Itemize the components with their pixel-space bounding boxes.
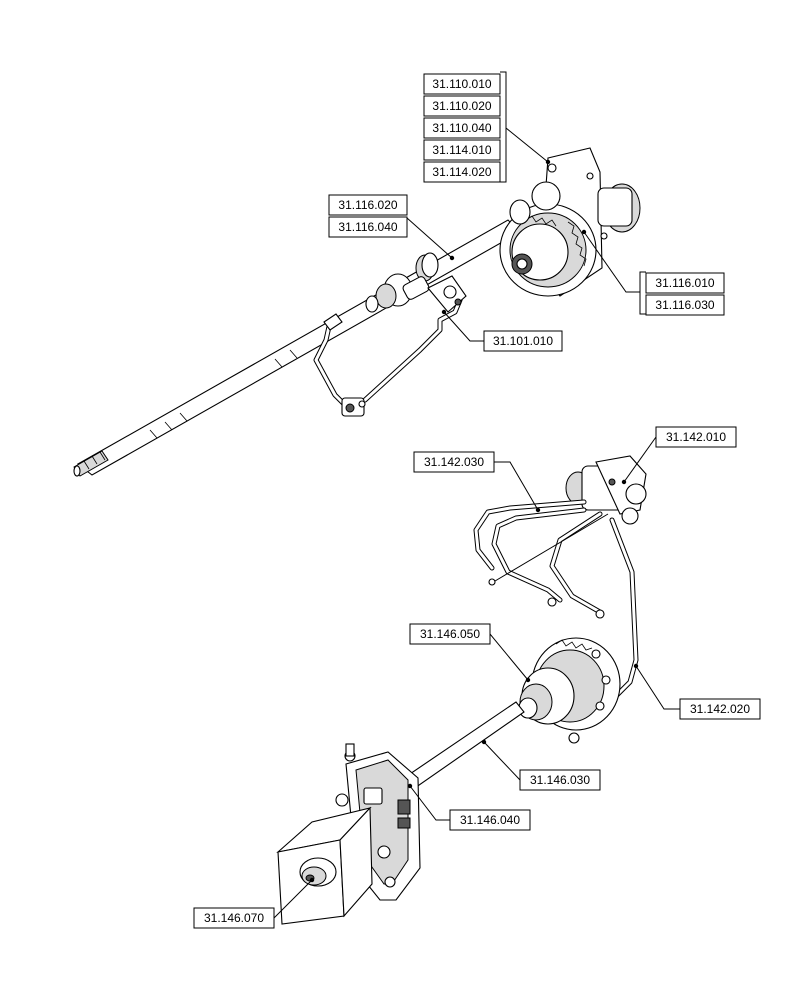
part-label-text: 31.110.010 [432, 77, 491, 91]
part-label-31-110-010[interactable]: 31.110.010 [423, 73, 501, 95]
part-label-text: 31.110.020 [432, 99, 491, 113]
part-label-31-142-010[interactable]: 31.142.010 [655, 426, 737, 448]
shift-lever-linkage [313, 275, 467, 417]
label-bracket-right [639, 271, 646, 315]
part-label-31-146-070[interactable]: 31.146.070 [193, 907, 275, 929]
part-label-31-146-050[interactable]: 31.146.050 [409, 623, 491, 645]
part-label-text: 31.146.050 [420, 627, 480, 641]
part-label-31-110-040[interactable]: 31.110.040 [423, 117, 501, 139]
part-label-31-116-020[interactable]: 31.116.020 [328, 194, 408, 216]
part-label-31-116-040[interactable]: 31.116.040 [328, 216, 408, 238]
part-label-31-142-020[interactable]: 31.142.020 [679, 698, 761, 720]
part-label-31-110-020[interactable]: 31.110.020 [423, 95, 501, 117]
part-label-text: 31.146.040 [460, 813, 520, 827]
part-label-text: 31.146.030 [530, 773, 590, 787]
part-label-text: 31.116.040 [338, 220, 397, 234]
part-label-text: 31.146.070 [204, 911, 264, 925]
stub-guard [276, 806, 373, 925]
part-label-31-116-010[interactable]: 31.116.010 [645, 272, 725, 294]
part-label-31-116-030[interactable]: 31.116.030 [645, 294, 725, 316]
part-label-text: 31.142.010 [666, 430, 726, 444]
part-label-31-146-030[interactable]: 31.146.030 [519, 769, 601, 791]
part-label-31-114-020[interactable]: 31.114.020 [423, 161, 501, 183]
clutch-pack [518, 637, 621, 744]
gearbox-housing [499, 147, 641, 297]
part-label-text: 31.114.020 [432, 165, 491, 179]
part-label-31-142-030[interactable]: 31.142.030 [413, 451, 495, 473]
part-label-text: 31.110.040 [432, 121, 491, 135]
part-label-text: 31.142.020 [690, 702, 750, 716]
leader-lines [273, 127, 680, 919]
part-label-31-114-010[interactable]: 31.114.010 [423, 139, 501, 161]
upper-pto-assembly [73, 147, 641, 477]
part-label-text: 31.101.010 [493, 334, 553, 348]
hydraulic-valve [565, 455, 647, 525]
part-label-text: 31.142.030 [424, 455, 484, 469]
lower-shaft [403, 701, 525, 791]
part-label-31-146-040[interactable]: 31.146.040 [449, 809, 531, 831]
part-label-text: 31.116.030 [655, 298, 714, 312]
part-label-text: 31.114.010 [432, 143, 491, 157]
label-bracket-top [500, 71, 507, 183]
part-label-text: 31.116.020 [338, 198, 397, 212]
shaft-coupling [365, 252, 439, 313]
part-label-31-101-010[interactable]: 31.101.010 [483, 330, 563, 352]
part-label-text: 31.116.010 [655, 276, 714, 290]
lower-pto-assembly [276, 455, 647, 925]
